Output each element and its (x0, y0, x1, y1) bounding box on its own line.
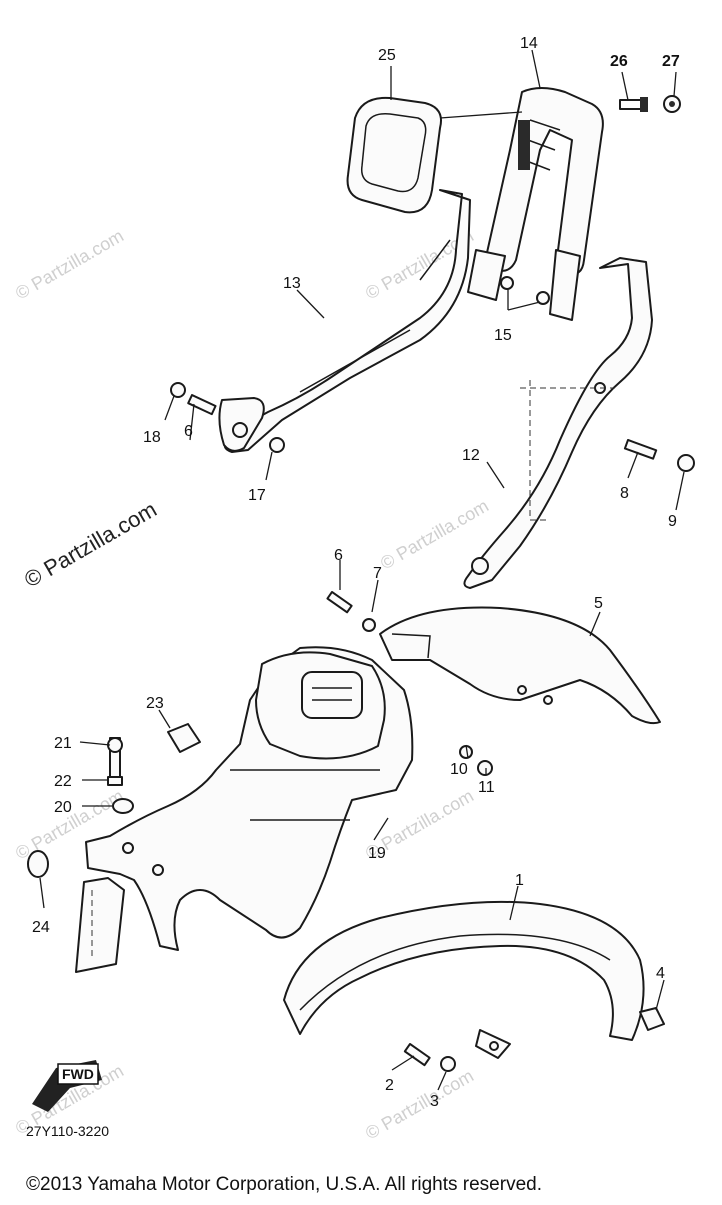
rear-fender (379, 606, 661, 725)
label-5: 5 (594, 595, 603, 612)
label-3: 3 (430, 1093, 439, 1110)
faint-watermarks: © Partzilla.com © Partzilla.com © Partzi… (12, 225, 492, 1143)
label-6a: 6 (184, 423, 193, 440)
grab-rail-left (218, 189, 471, 453)
part-labels: 1 2 3 4 5 6 6 7 8 9 10 11 12 13 14 15 17… (32, 35, 680, 1110)
label-23: 23 (146, 695, 164, 712)
label-18: 18 (143, 429, 161, 446)
label-26: 26 (610, 53, 628, 70)
label-20: 20 (54, 799, 72, 816)
watermark-faint: © Partzilla.com (12, 225, 127, 303)
label-6b: 6 (334, 547, 343, 564)
label-15: 15 (494, 327, 512, 344)
fasteners-upper (170, 276, 695, 632)
grab-rail-right (463, 257, 653, 589)
fasteners-lower (403, 745, 665, 1072)
backrest-pad (346, 96, 442, 214)
label-8: 8 (620, 485, 629, 502)
label-13: 13 (283, 275, 301, 292)
copyright-text: ©2013 Yamaha Motor Corporation, U.S.A. A… (26, 1174, 542, 1195)
label-27: 27 (662, 53, 680, 70)
backrest-frame (467, 87, 604, 321)
small-parts-left (27, 723, 201, 878)
label-12: 12 (462, 447, 480, 464)
fwd-arrow: FWD (32, 1060, 102, 1112)
label-1: 1 (515, 872, 524, 889)
label-19: 19 (368, 845, 386, 862)
label-2: 2 (385, 1077, 394, 1094)
label-7: 7 (373, 565, 382, 582)
label-9: 9 (668, 513, 677, 530)
label-22: 22 (54, 773, 72, 790)
label-24: 24 (32, 919, 50, 936)
label-10: 10 (450, 761, 468, 778)
diagram-code: 27Y110-3220 (26, 1123, 109, 1139)
rear-fender-body (75, 646, 414, 973)
leader-lines (39, 49, 685, 1091)
label-4: 4 (656, 965, 665, 982)
label-14: 14 (520, 35, 538, 52)
watermark-main: © Partzilla.com (20, 497, 161, 593)
nut-27 (663, 95, 681, 113)
label-25: 25 (378, 47, 396, 64)
label-21: 21 (54, 735, 72, 752)
label-17: 17 (248, 487, 266, 504)
bolt-26 (619, 97, 648, 112)
watermark-faint: © Partzilla.com (362, 1065, 477, 1143)
label-11: 11 (478, 779, 495, 796)
front-fender (283, 900, 645, 1059)
fwd-label: FWD (62, 1066, 94, 1082)
